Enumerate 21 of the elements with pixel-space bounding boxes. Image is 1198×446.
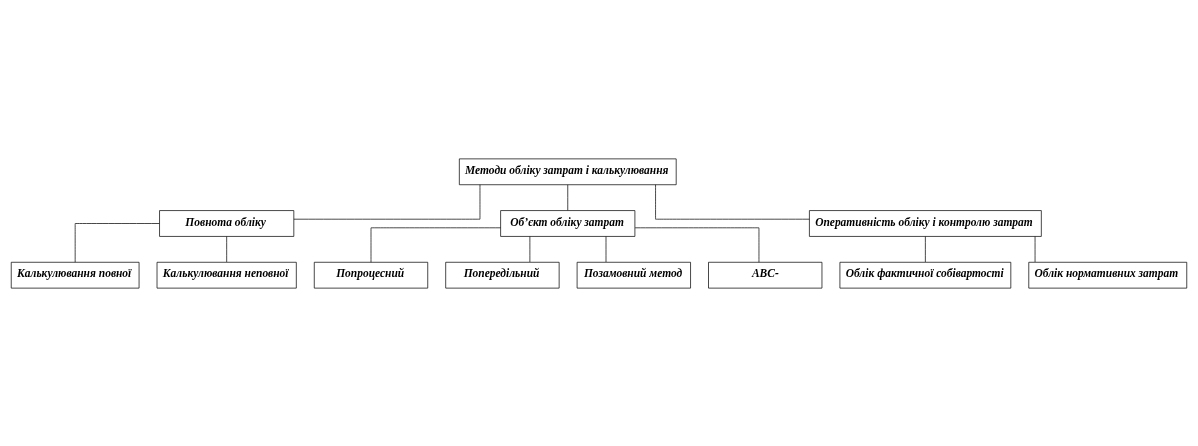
node-box: Попроцесний	[313, 261, 429, 288]
connector	[1034, 235, 1036, 262]
node-box: Попередільний	[445, 261, 560, 288]
node-box: ABC-	[708, 261, 823, 288]
node-box: Оперативність обліку і контролю затрат	[809, 209, 1042, 237]
connector	[925, 235, 926, 262]
node-box: Калькулювання повної	[10, 261, 140, 288]
node-box: Позамовний метод	[576, 261, 691, 288]
node-box: Повнота обліку	[159, 209, 295, 237]
connector	[529, 235, 531, 262]
connector	[74, 222, 160, 262]
node-box: Об’єкт обліку затрат	[500, 209, 636, 237]
node-box: Калькулювання неповної	[156, 261, 297, 288]
connector	[567, 184, 569, 211]
connector	[655, 183, 810, 220]
connector	[370, 226, 501, 263]
node-box: Методи обліку затрат і калькулювання	[458, 158, 677, 185]
node-box: Облік фактичної собівартості	[839, 261, 1012, 288]
node-box: Облік нормативних затрат	[1028, 261, 1188, 288]
connector	[605, 235, 607, 262]
connector	[226, 235, 228, 262]
